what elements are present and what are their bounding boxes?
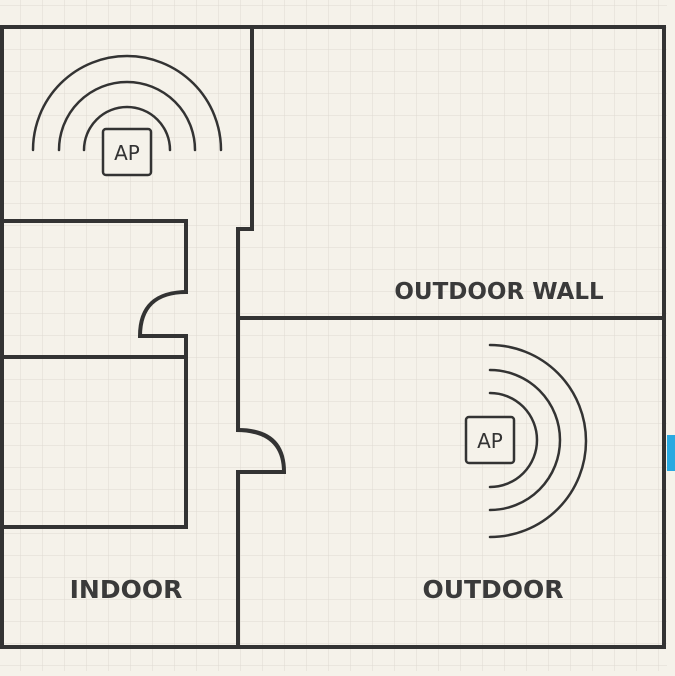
access-point-2: AP <box>464 343 588 539</box>
left-room-lower <box>0 355 188 529</box>
signal-arc-middle <box>57 80 197 152</box>
edge-marker <box>667 435 675 471</box>
access-point-1: AP <box>31 54 223 177</box>
door-swing-left <box>137 289 189 338</box>
outer-wall <box>0 25 666 649</box>
signal-arc-inner <box>488 391 539 489</box>
partition-wall-upper <box>236 25 254 432</box>
ap-box <box>464 415 516 465</box>
left-room-upper <box>0 219 188 294</box>
signal-arc-outer <box>31 54 223 152</box>
door-swing-center <box>235 427 287 474</box>
ap-label: AP <box>477 429 503 453</box>
indoor-label: INDOOR <box>70 575 183 604</box>
outdoor-wall-label: OUTDOOR WALL <box>394 279 604 305</box>
outdoor-label: OUTDOOR <box>422 575 563 604</box>
signal-arc-inner <box>82 105 172 152</box>
signal-arc-outer <box>488 343 588 539</box>
signal-arc-middle <box>488 368 562 512</box>
ap-box <box>101 127 153 177</box>
ap-label: AP <box>114 141 140 165</box>
